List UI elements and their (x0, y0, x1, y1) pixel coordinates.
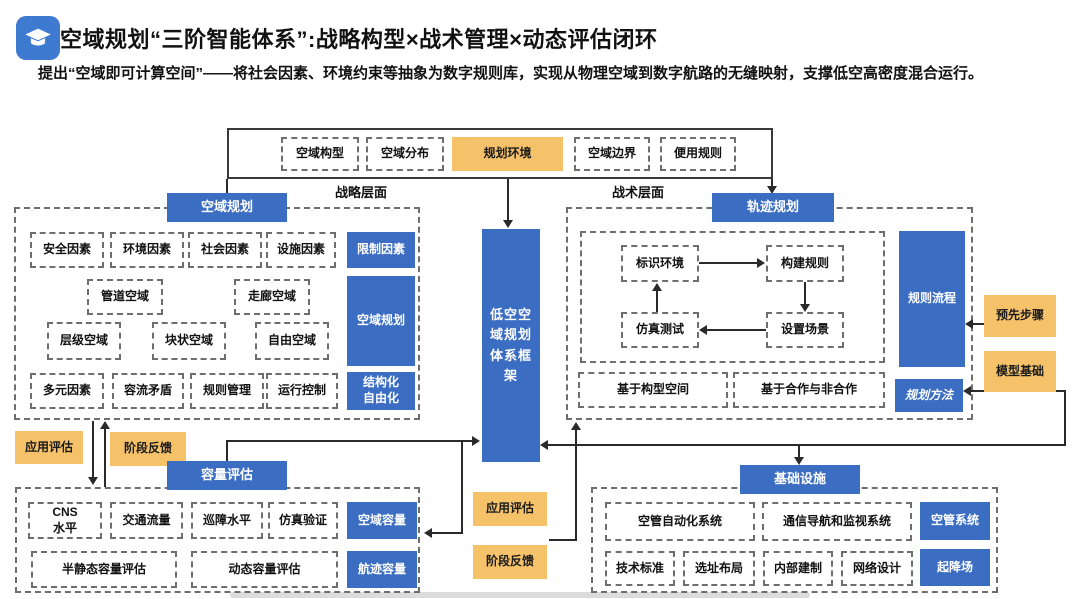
node-facility-factors: 设施因素 (266, 232, 336, 268)
node-traffic-flow: 交通流量 (110, 502, 183, 539)
node-multi-factors: 多元因素 (30, 373, 104, 409)
node-cooperative-noncooperative: 基于合作与非合作 (733, 372, 885, 408)
node-internal-organization: 内部建制 (763, 551, 833, 586)
node-stage-feedback-left: 阶段反馈 (110, 432, 186, 466)
arrowhead-into-center-pillar (503, 220, 513, 228)
graduation-cap-icon (16, 16, 60, 60)
arrowhead-into-trajectory-header (767, 186, 777, 194)
branch-up-to-tactical (575, 429, 577, 446)
feedback-main-line (548, 444, 1066, 446)
node-airspace-configuration: 空域构型 (281, 137, 359, 171)
node-airspace-boundary: 空域边界 (574, 137, 650, 171)
top-flow-container (227, 128, 773, 179)
node-pre-steps: 预先步骤 (984, 295, 1056, 337)
node-network-design: 网络设计 (841, 551, 913, 586)
label-strategic-layer: 战略层面 (335, 185, 388, 200)
node-simulation-verification: 仿真验证 (268, 502, 338, 539)
capacity-to-center-v (226, 440, 228, 462)
node-structured-freedom: 结构化 自由化 (347, 372, 415, 410)
branch-capacity-right-h (432, 532, 463, 534)
page-subtitle: 提出“空域即可计算空间”——将社会因素、环境约束等抽象为数字规则库，实现从物理空… (38, 65, 984, 82)
node-operation-control: 运行控制 (266, 373, 338, 409)
node-planning-method: 规划方法 (895, 379, 963, 412)
node-identify-environment: 标识环境 (621, 245, 699, 282)
node-rule-management: 规则管理 (190, 373, 264, 409)
arrowhead-up-into-tactical (571, 422, 581, 430)
capacity-to-center-h (226, 440, 472, 442)
arrow-simulate-to-identify (656, 290, 658, 312)
arrowhead-build-to-scenario (800, 304, 810, 312)
arrowhead-capacity-into-center (472, 436, 480, 446)
node-block-airspace: 块状空域 (152, 322, 226, 360)
arrow-identify-to-build (699, 262, 759, 264)
node-environment-factors: 环境因素 (110, 232, 184, 268)
branch-down-to-stage-h (549, 539, 577, 541)
footer-bar (230, 592, 810, 598)
node-side-airspace-planning: 空域规划 (347, 276, 415, 366)
node-stage-feedback-center: 阶段反馈 (473, 545, 547, 579)
node-model-basis: 模型基础 (984, 351, 1056, 392)
node-configuration-space: 基于构型空间 (578, 372, 728, 408)
arrow-scenario-to-simulate (707, 329, 766, 331)
connector-top-to-strategic (226, 179, 228, 194)
arrowhead-scenario-to-simulate (699, 325, 707, 335)
node-patrol-level: 巡障水平 (191, 502, 263, 539)
node-restriction-factors: 限制因素 (347, 232, 415, 268)
trajectory-planning-header: 轨迹规划 (712, 193, 834, 222)
arrowhead-identify-to-build (757, 258, 765, 268)
node-atm-automation-system: 空管自动化系统 (605, 502, 755, 541)
connector-planning-method-v (1064, 390, 1066, 446)
branch-to-infrastructure (798, 444, 800, 458)
node-trajectory-capacity: 航迹容量 (347, 551, 417, 588)
node-cns-surveillance-system: 通信导航和监视系统 (762, 502, 912, 541)
node-planning-environment: 规划环境 (452, 137, 563, 171)
double-arrow-down (92, 421, 94, 478)
node-safety-factors: 安全因素 (30, 232, 104, 268)
label-tactical-layer: 战术层面 (612, 185, 665, 200)
node-airspace-distribution: 空域分布 (366, 137, 444, 171)
double-arrow-up (104, 428, 106, 487)
connector-top-to-center (507, 179, 509, 221)
arrowhead-into-capacity-container (424, 528, 432, 538)
node-atm-system: 空管系统 (920, 502, 990, 540)
node-application-evaluation-center: 应用评估 (473, 492, 547, 526)
arrowhead-into-planning-method (963, 386, 971, 396)
center-framework-pillar: 低空空域规划体系框架 (482, 229, 540, 462)
node-vertiport: 起降场 (920, 549, 990, 586)
arrow-build-to-scenario (804, 282, 806, 305)
arrowhead-double-up (100, 421, 110, 429)
node-airspace-capacity: 空域容量 (347, 502, 417, 539)
branch-capacity-right-v (461, 440, 463, 534)
node-semi-static-capacity-evaluation: 半静态容量评估 (31, 551, 177, 588)
node-corridor-airspace: 走廊空域 (234, 279, 310, 315)
arrowhead-into-infrastructure (794, 457, 804, 465)
node-application-evaluation-left: 应用评估 (15, 431, 83, 464)
node-usage-rules: 便用规则 (660, 137, 736, 171)
node-layered-airspace: 层级空域 (47, 322, 121, 360)
node-site-layout: 选址布局 (683, 551, 755, 586)
connector-top-to-tactical (771, 179, 773, 187)
node-rule-process: 规则流程 (899, 231, 965, 367)
arrowhead-presteps-to-ruleprocess (965, 319, 973, 329)
infrastructure-header: 基础设施 (740, 465, 860, 494)
page-title: 空域规划“三阶智能体系”:战略构型×战术管理×动态评估闭环 (60, 27, 658, 52)
node-build-rules: 构建规则 (766, 245, 844, 282)
arrowhead-double-down (88, 477, 98, 485)
arrowhead-simulate-to-identify (652, 283, 662, 291)
arrow-presteps-to-ruleprocess (973, 323, 984, 325)
node-capacity-flow-conflict: 容流矛盾 (112, 373, 184, 409)
branch-down-to-stage-v (575, 444, 577, 541)
node-simulation-test: 仿真测试 (621, 312, 699, 348)
airspace-planning-header: 空域规划 (167, 193, 287, 222)
capacity-evaluation-header: 容量评估 (167, 461, 287, 490)
tactical-inner-container (580, 231, 885, 363)
node-dynamic-capacity-evaluation: 动态容量评估 (191, 551, 338, 588)
node-pipe-airspace: 管道空域 (87, 279, 163, 315)
node-set-scenario: 设置场景 (766, 312, 844, 348)
node-social-factors: 社会因素 (188, 232, 262, 268)
arrowhead-feedback-into-center (540, 440, 548, 450)
node-cns-level: CNS 水平 (28, 502, 102, 539)
node-free-airspace: 自由空域 (255, 322, 329, 360)
node-technical-standard: 技术标准 (605, 551, 675, 586)
